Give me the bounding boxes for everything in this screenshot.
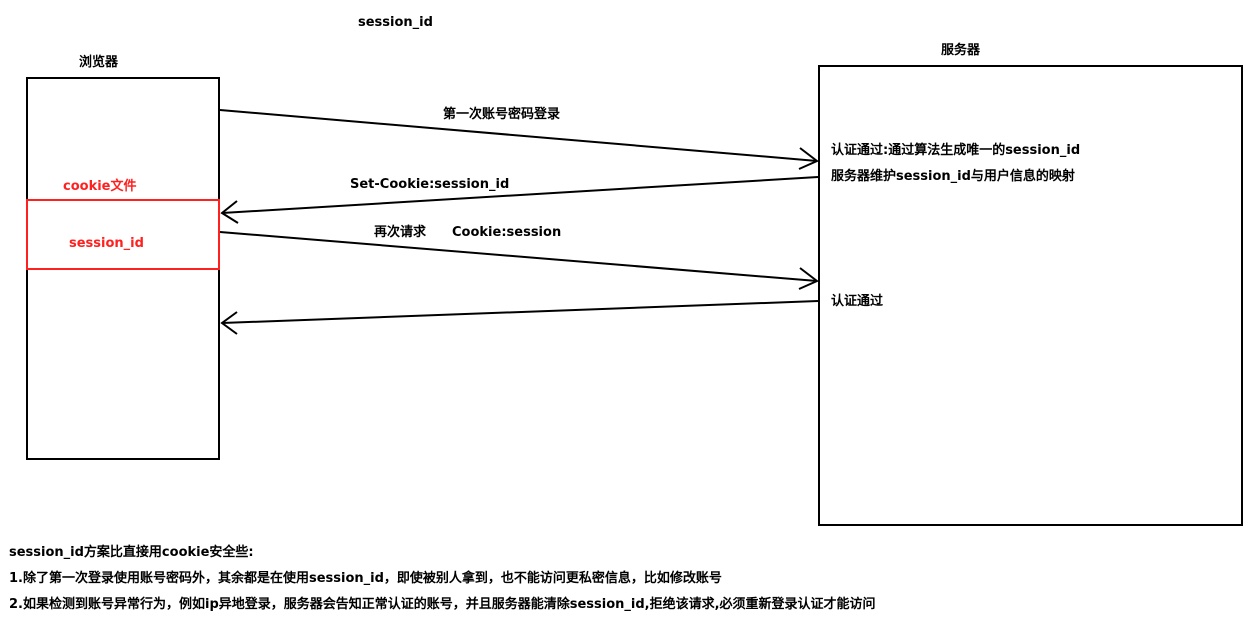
cookie-session-label: Cookie:session	[452, 225, 562, 240]
server-auth-text: 认证通过:通过算法生成唯一的session_id	[831, 143, 1081, 158]
browser-label: 浏览器	[79, 55, 119, 70]
set-cookie-arrowhead	[220, 200, 239, 224]
server-label: 服务器	[941, 43, 981, 58]
notes-point-2: 2.如果检测到账号异常行为，例如ip异地登录，服务器会告知正常认证的账号，并且服…	[9, 597, 876, 612]
request-again-arrow	[219, 231, 818, 282]
notes-point-1: 1.除了第一次登录使用账号密码外，其余都是在使用session_id，即使被别人…	[9, 571, 722, 586]
request-again-label: 再次请求	[374, 225, 427, 240]
first-login-arrow	[219, 109, 818, 162]
cookie-file-box	[26, 199, 220, 270]
set-cookie-arrow	[221, 176, 819, 214]
cookie-session-id: session_id	[69, 236, 144, 251]
auth-passed-arrowhead	[220, 311, 238, 335]
set-cookie-label: Set-Cookie:session_id	[350, 177, 510, 192]
server-auth-passed-text: 认证通过	[831, 294, 884, 309]
diagram-title: session_id	[358, 15, 433, 30]
server-box	[818, 65, 1243, 526]
first-login-arrowhead	[798, 147, 819, 170]
cookie-file-label: cookie文件	[63, 179, 137, 194]
auth-passed-arrow	[221, 300, 819, 324]
request-again-arrowhead	[798, 267, 819, 290]
server-mapping-text: 服务器维护session_id与用户信息的映射	[831, 169, 1075, 184]
first-login-label: 第一次账号密码登录	[443, 107, 561, 122]
notes-heading: session_id方案比直接用cookie安全些:	[9, 545, 254, 560]
